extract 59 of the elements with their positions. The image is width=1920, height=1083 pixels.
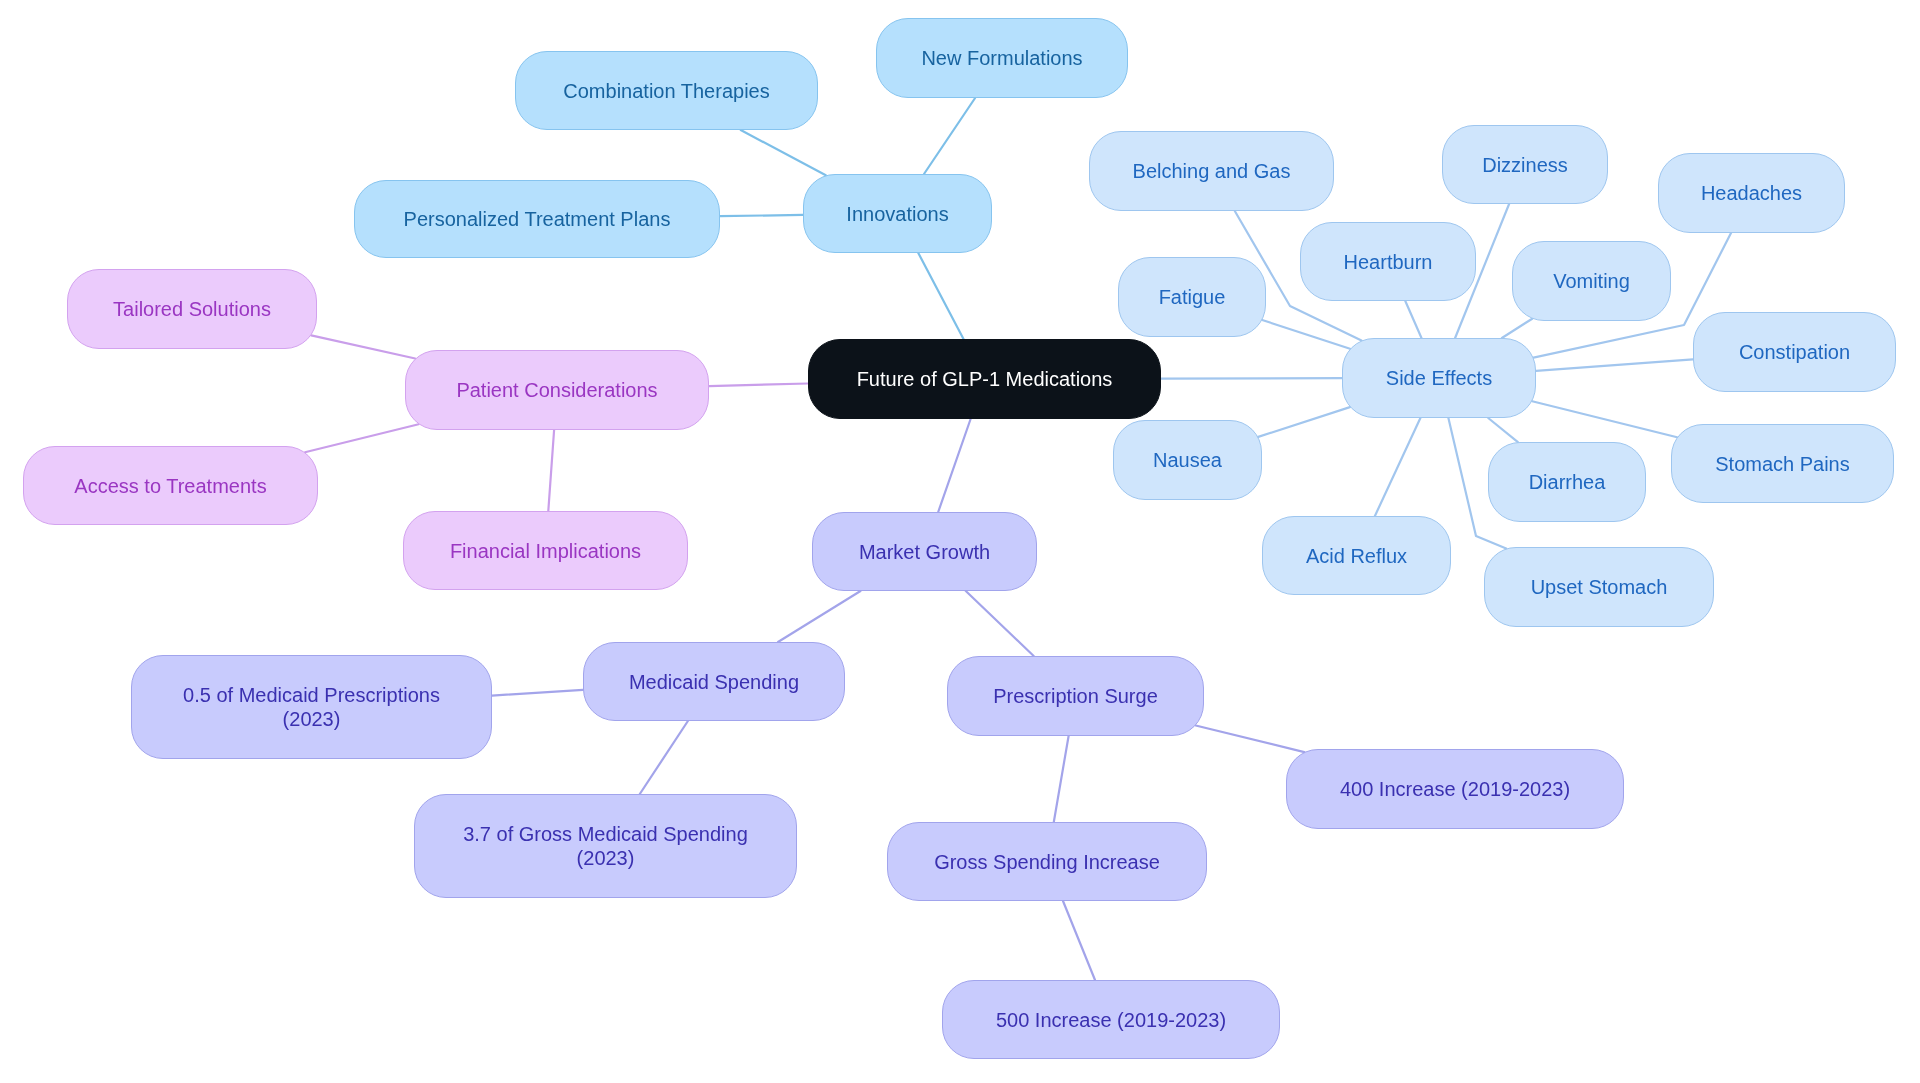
connector-line [718,213,805,218]
connector-line [1487,416,1519,444]
topic-node: New Formulations [876,18,1128,98]
topic-node: Nausea [1113,420,1262,500]
connector-line [547,428,556,513]
connector-line [707,382,810,388]
topic-node: Combination Therapies [515,51,818,130]
connector-line [303,423,420,454]
connector-line [638,719,689,796]
connector-line [1534,358,1695,372]
topic-node: Tailored Solutions [67,269,317,349]
topic-node: Gross Spending Increase [887,822,1207,901]
topic-node: Belching and Gas [1089,131,1334,211]
connector-line [776,589,862,644]
topic-node: Financial Implications [403,511,688,590]
connector-line [490,688,585,697]
connector-line [1261,318,1352,350]
topic-node: Access to Treatments [23,446,318,525]
connector-line [1159,377,1344,380]
connector-line [739,128,827,177]
topic-node: Side Effects [1342,338,1536,418]
connector-line [917,251,965,341]
topic-node: 0.5 of Medicaid Prescriptions (2023) [131,655,492,759]
topic-node: Personalized Treatment Plans [354,180,720,258]
topic-node: Medicaid Spending [583,642,845,721]
topic-node: Prescription Surge [947,656,1204,736]
topic-node: Market Growth [812,512,1037,591]
topic-node: Constipation [1693,312,1896,392]
topic-node: Heartburn [1300,222,1476,301]
topic-node: 400 Increase (2019-2023) [1286,749,1624,829]
connector-line [1447,416,1508,550]
topic-node: Acid Reflux [1262,516,1451,595]
topic-node: Dizziness [1442,125,1608,204]
topic-node: Stomach Pains [1671,424,1894,503]
connector-line [1532,231,1733,359]
topic-node: Innovations [803,174,992,253]
topic-node: Diarrhea [1488,442,1646,522]
connector-line [1257,406,1351,438]
connector-line [937,417,972,514]
topic-node: Fatigue [1118,257,1266,337]
connector-line [1194,724,1306,754]
topic-node: Headaches [1658,153,1845,233]
connector-line [964,589,1035,658]
connector-line [922,96,977,176]
topic-node: Patient Considerations [405,350,709,430]
topic-node: 3.7 of Gross Medicaid Spending (2023) [414,794,797,898]
connector-line [1061,899,1097,982]
connector-line [1404,299,1423,340]
connector-line [1233,209,1363,342]
topic-node: 500 Increase (2019-2023) [942,980,1280,1059]
connector-line [310,334,417,360]
topic-node: Upset Stomach [1484,547,1714,627]
connector-line [1373,416,1422,518]
connector-line [1454,202,1511,340]
connector-line [1052,734,1070,824]
central-topic-node: Future of GLP-1 Medications [808,339,1161,419]
topic-node: Vomiting [1512,241,1671,321]
connector-line [1531,400,1679,439]
connector-line [1500,317,1534,340]
